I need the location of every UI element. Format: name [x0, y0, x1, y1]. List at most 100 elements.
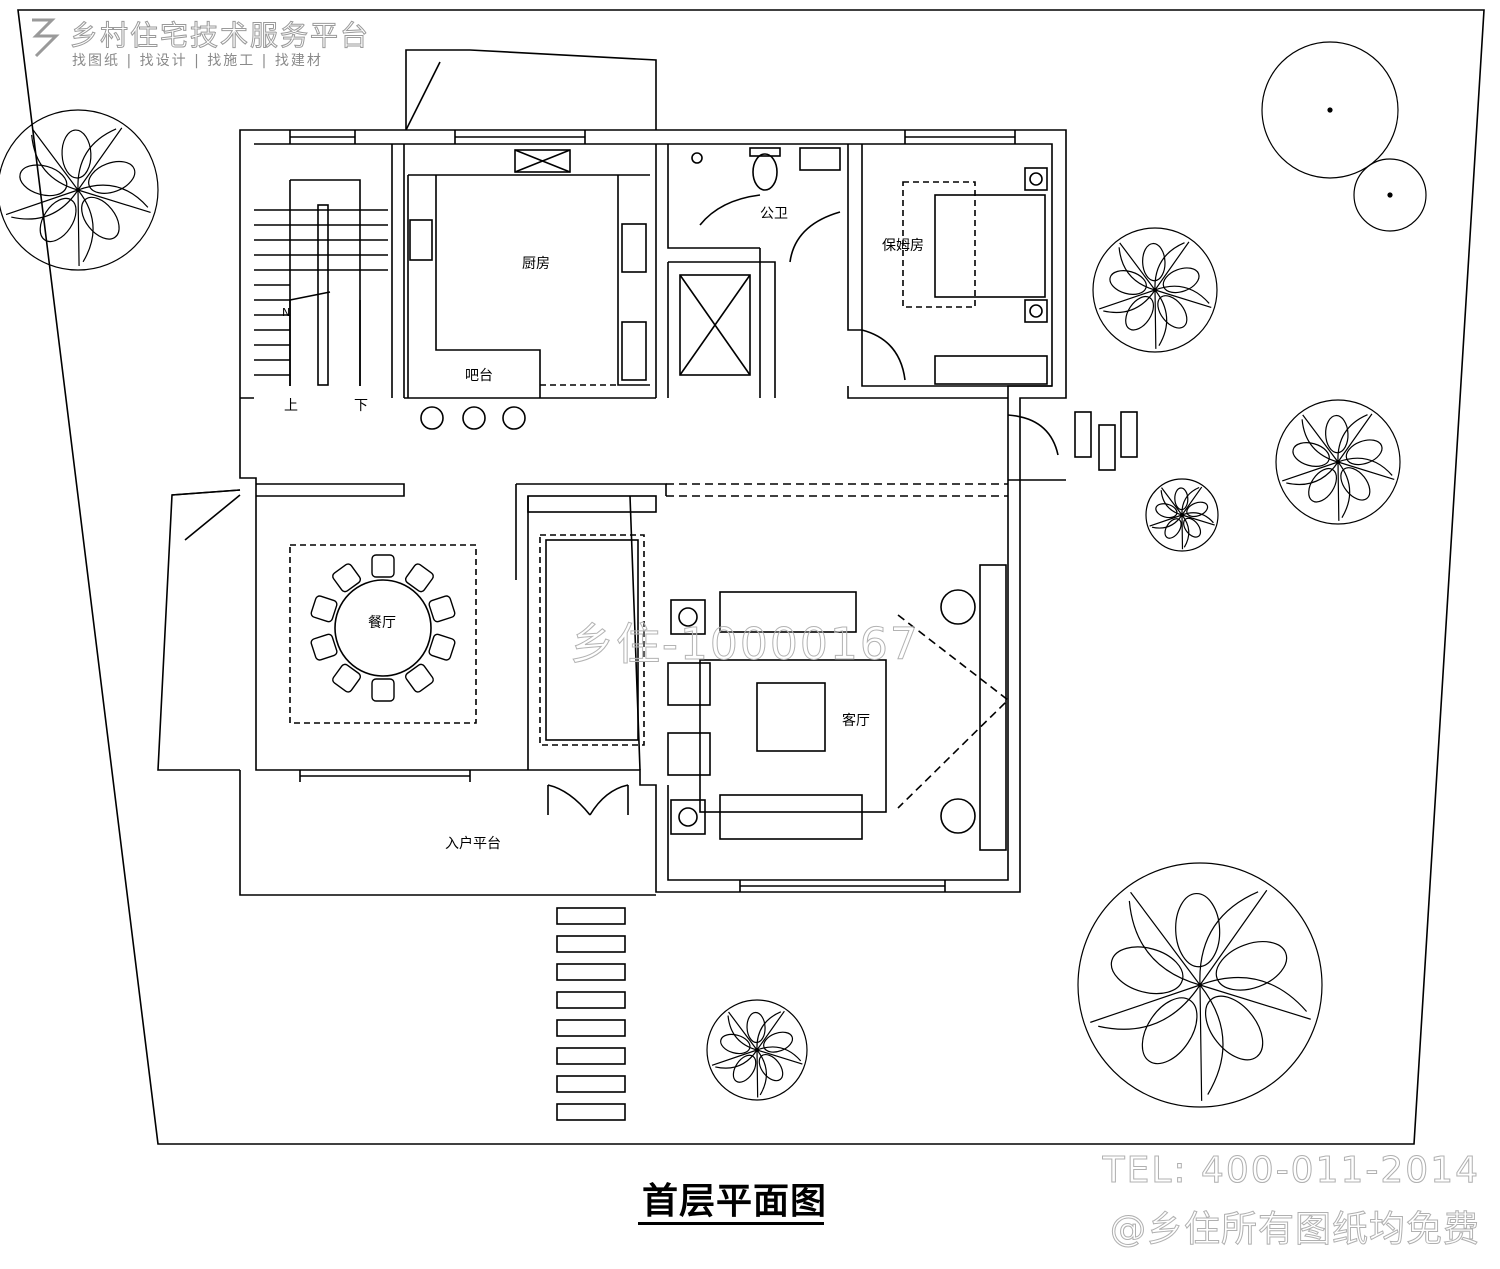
living-upper-dash	[666, 483, 1008, 497]
rug	[699, 659, 887, 813]
corridor-wall	[256, 483, 405, 497]
tree	[1275, 399, 1401, 525]
label-nanny-room: 保姆房	[882, 238, 924, 254]
label-bar: 吧台	[465, 368, 493, 384]
stepping-stone	[1098, 424, 1116, 471]
dining-chair	[332, 663, 362, 693]
tree	[1353, 158, 1427, 232]
stepping-stone	[556, 1047, 626, 1065]
dining-chair	[428, 633, 456, 661]
dining-chair	[404, 563, 434, 593]
tree	[706, 999, 808, 1101]
bar-stool	[420, 406, 444, 430]
kitchen-wall	[404, 144, 657, 399]
wc-door	[699, 194, 841, 263]
drawing-title: 首层平面图	[642, 1181, 828, 1222]
side-table	[670, 599, 706, 635]
bed	[934, 194, 1046, 298]
tree	[1145, 478, 1219, 552]
window-dining	[299, 770, 471, 782]
label-stair-down: 下	[354, 398, 368, 414]
range-hood	[514, 149, 571, 173]
dining-chair	[310, 595, 338, 623]
courtyard-diagonal	[405, 61, 441, 131]
dining-chair	[404, 663, 434, 693]
foyer-zone	[539, 534, 645, 746]
wardrobe	[934, 355, 1048, 385]
watermark-brand: 乡村住宅技术服务平台	[69, 19, 371, 53]
living-dash	[897, 614, 1010, 809]
stepping-stone	[556, 963, 626, 981]
stepping-stone	[556, 907, 626, 925]
stepping-stone	[556, 1019, 626, 1037]
nightstand	[1024, 167, 1048, 191]
north-arrow-label: N	[282, 306, 290, 319]
label-living: 客厅	[842, 712, 870, 729]
label-entry-platform: 入户平台	[445, 835, 501, 852]
tree	[1092, 227, 1218, 353]
dining-chair	[428, 595, 456, 623]
stair-steps	[254, 209, 388, 376]
exterior-wall	[239, 129, 1067, 893]
elevator-x	[679, 274, 751, 376]
stair-outline	[289, 179, 361, 386]
door-right	[1007, 414, 1066, 481]
watermark-slogan: 找图纸 | 找设计 | 找施工 | 找建材	[72, 53, 323, 69]
nanny-walls	[847, 330, 1052, 399]
sink	[621, 321, 647, 381]
stove-right	[621, 223, 647, 273]
exterior-wall-inner	[254, 143, 1053, 881]
floor-drain	[691, 152, 703, 164]
plant	[940, 798, 976, 834]
watermark-drawing-id: 乡住-10000167	[570, 619, 920, 671]
window-bottom	[739, 880, 946, 892]
dining-chair	[310, 633, 338, 661]
kitchen-counter	[407, 174, 650, 398]
side-lamp	[678, 807, 698, 827]
toilet-tank	[749, 147, 781, 157]
range-hood-x	[514, 149, 571, 173]
tv-cabinet	[979, 564, 1007, 851]
tree	[0, 109, 159, 271]
stair-handrail	[317, 204, 329, 386]
nightstand	[1024, 299, 1048, 323]
foyer-door	[547, 784, 629, 816]
label-dining: 餐厅	[368, 615, 396, 631]
site-boundary	[17, 9, 1485, 1145]
coffee-table	[756, 682, 826, 752]
basin	[799, 147, 841, 171]
armchair	[667, 732, 711, 776]
wc-walls	[667, 144, 863, 398]
side-lamp	[678, 607, 698, 627]
stair-arrow	[289, 291, 361, 386]
foyer-rug	[545, 539, 639, 741]
stepping-stone	[556, 991, 626, 1009]
sofa-bottom	[719, 794, 863, 840]
dining-chair	[371, 678, 395, 702]
dining-zone	[289, 544, 477, 724]
sofa-top	[719, 591, 857, 633]
dining-chairs	[310, 554, 456, 702]
trees	[0, 41, 1427, 1108]
stair-walls	[240, 144, 405, 399]
tree	[1261, 41, 1399, 179]
toilet	[752, 153, 778, 191]
lamp	[1029, 172, 1043, 186]
side-diagonal	[171, 489, 241, 541]
bar-stool	[502, 406, 526, 430]
dining-table	[334, 579, 432, 677]
tree	[1077, 862, 1323, 1108]
free-note: @乡住所有图纸均免费	[1109, 1209, 1480, 1251]
label-stair-up: 上	[284, 398, 298, 414]
stepping-stone	[556, 1075, 626, 1093]
entry-platform	[239, 770, 656, 896]
stepping-stone	[1074, 411, 1092, 458]
dining-chair	[371, 554, 395, 578]
foyer-cabinet	[527, 495, 657, 513]
label-kitchen: 厨房	[522, 256, 550, 272]
side-table	[670, 799, 706, 835]
stove-left	[409, 219, 433, 261]
contact-tel: TEL: 400-011-2014	[1102, 1150, 1480, 1192]
bed-dash	[902, 181, 976, 308]
